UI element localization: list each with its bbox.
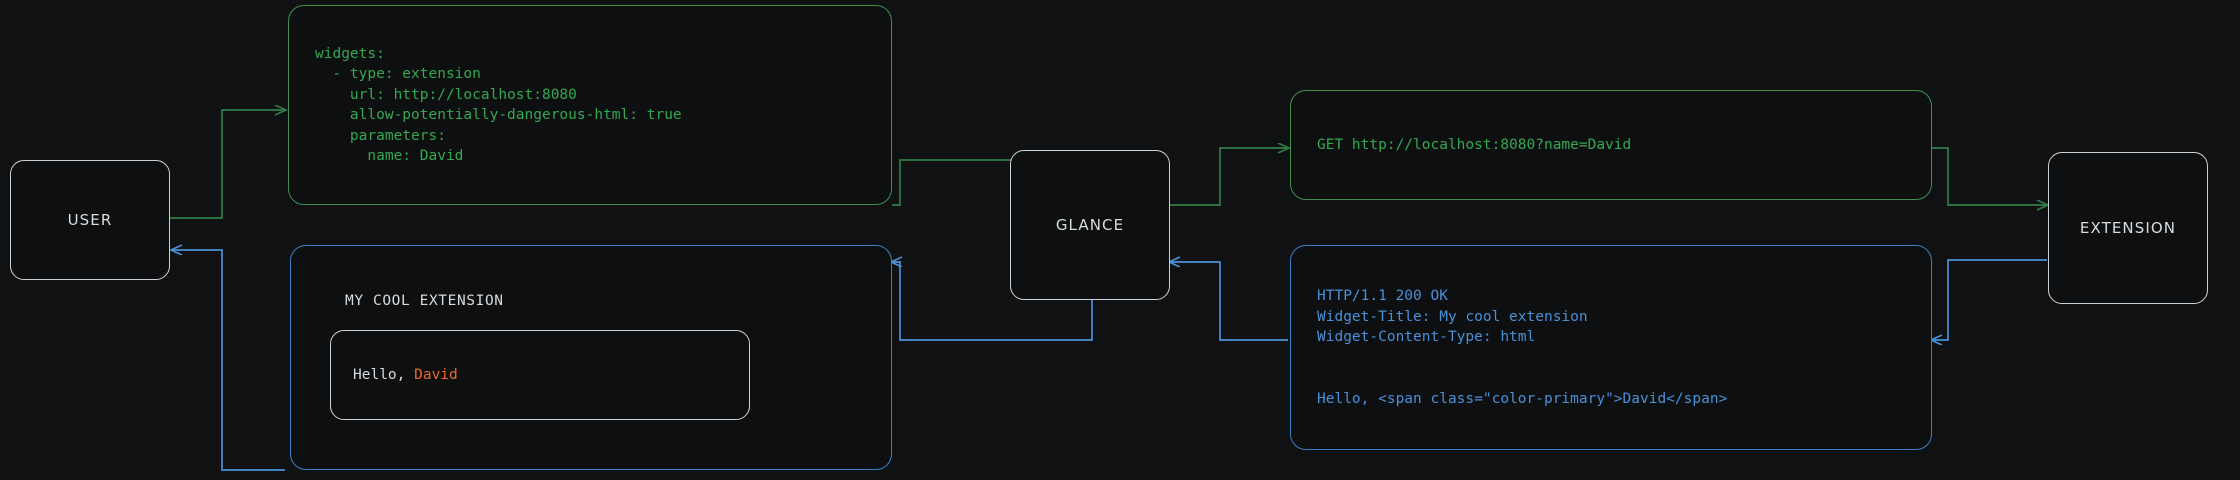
http-response-line-4: Hello, <span class="color-primary">David… — [1317, 390, 1728, 407]
http-request-line-0: GET http://localhost:8080?name=David — [1317, 136, 1632, 153]
widget-body-prefix: Hello, — [353, 367, 415, 383]
node-glance[interactable]: GLANCE — [1010, 150, 1170, 300]
config-line-4: parameters: — [315, 127, 446, 144]
edge-response-to-glance — [1170, 262, 1288, 341]
node-user[interactable]: USER — [10, 160, 170, 280]
node-extension[interactable]: EXTENSION — [2048, 152, 2208, 304]
node-extension-label: EXTENSION — [2079, 219, 2177, 237]
config-line-0: widgets: — [315, 45, 385, 62]
config-yaml-text: widgets: - type: extension url: http://l… — [289, 44, 891, 167]
edge-user-to-config — [170, 110, 285, 219]
config-line-2: url: http://localhost:8080 — [315, 86, 577, 103]
http-response-box[interactable]: HTTP/1.1 200 OK Widget-Title: My cool ex… — [1290, 245, 1932, 450]
node-user-label: USER — [67, 211, 113, 229]
edge-glance-to-request — [1166, 148, 1288, 206]
widget-preview-card[interactable]: Hello, David — [330, 330, 750, 420]
http-request-box[interactable]: GET http://localhost:8080?name=David — [1290, 90, 1932, 200]
widget-preview-title: MY COOL EXTENSION — [345, 293, 504, 309]
http-response-line-1: Widget-Title: My cool extension — [1317, 308, 1588, 325]
edge-extension-to-response — [1932, 259, 2047, 340]
config-line-1: - type: extension — [315, 66, 481, 82]
config-yaml-box[interactable]: widgets: - type: extension url: http://l… — [288, 5, 892, 205]
http-response-line-0: HTTP/1.1 200 OK — [1317, 288, 1448, 304]
widget-preview-body: Hello, David — [331, 367, 458, 383]
http-response-text: HTTP/1.1 200 OK Widget-Title: My cool ex… — [1291, 286, 1931, 409]
config-line-5: name: David — [315, 148, 464, 164]
http-response-blank-line — [1317, 348, 1905, 369]
config-line-3: allow-potentially-dangerous-html: true — [315, 107, 682, 123]
edge-widget-to-user — [172, 250, 285, 471]
http-response-line-2: Widget-Content-Type: html — [1317, 329, 1536, 345]
node-glance-label: GLANCE — [1055, 216, 1125, 234]
widget-body-accent: David — [414, 367, 458, 383]
http-request-text: GET http://localhost:8080?name=David — [1291, 135, 1931, 156]
edge-request-to-extension — [1932, 147, 2047, 205]
